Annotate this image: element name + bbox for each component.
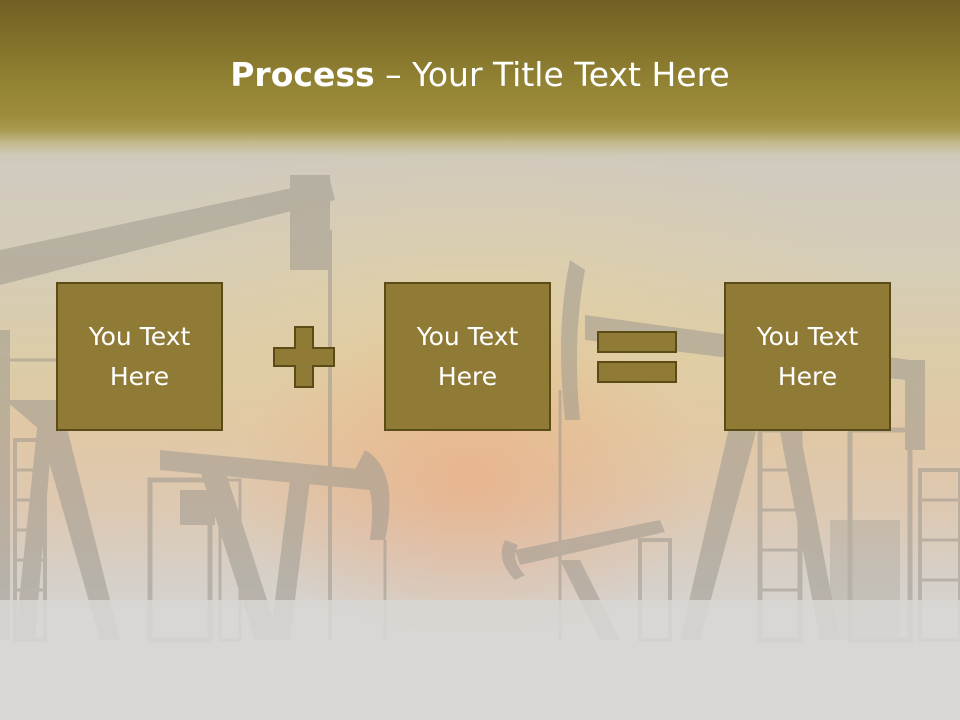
process-box-1-text: You Text Here bbox=[75, 317, 205, 397]
title-rest-part: – Your Title Text Here bbox=[374, 55, 730, 94]
title-bold-part: Process bbox=[230, 55, 375, 94]
slide-title: Process – Your Title Text Here bbox=[0, 52, 960, 98]
process-box-2-text: You Text Here bbox=[403, 317, 533, 397]
process-box-2[interactable]: You Text Here bbox=[384, 282, 551, 431]
process-box-2-line1: You Text bbox=[416, 321, 519, 351]
equals-icon bbox=[597, 331, 677, 383]
process-box-3[interactable]: You Text Here bbox=[724, 282, 891, 431]
process-box-1-line1: You Text bbox=[88, 321, 191, 351]
title-band bbox=[0, 0, 960, 165]
process-box-3-line1: You Text bbox=[756, 321, 859, 351]
process-box-3-line2: Here bbox=[777, 361, 838, 391]
process-box-1[interactable]: You Text Here bbox=[56, 282, 223, 431]
process-box-3-text: You Text Here bbox=[743, 317, 873, 397]
process-box-2-line2: Here bbox=[437, 361, 498, 391]
process-box-1-line2: Here bbox=[109, 361, 170, 391]
plus-icon bbox=[273, 326, 335, 388]
